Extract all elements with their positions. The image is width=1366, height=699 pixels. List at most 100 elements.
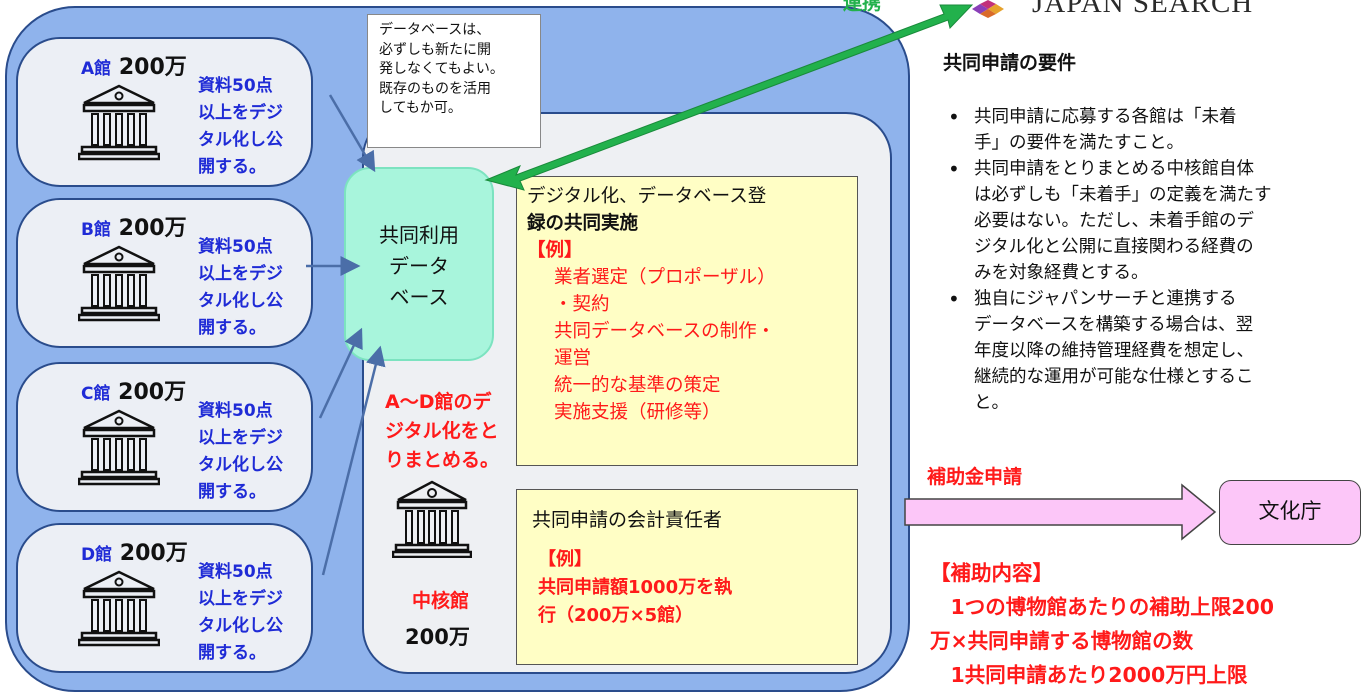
callout-line: 既存のものを活用 [379, 80, 491, 97]
joint-item: ・契約 [554, 294, 610, 315]
museum-icon [77, 569, 161, 651]
subsidy-title: 【補助内容】 [930, 561, 1053, 585]
requirements-list: 共同申請に応募する各館は「未着 手」の要件を満たすこと。 共同申請をとりまとめる… [938, 104, 1366, 416]
subsidy-block: 【補助内容】 1つの博物館あたりの補助上限200 万×共同申請する博物館の数 1… [930, 556, 1274, 692]
museum-desc-line: 開する。 [198, 318, 266, 338]
database-note-callout: データベースは、 必ずしも新たに開 発しなくてもよい。 既存のものを活用 しても… [367, 14, 541, 148]
joint-item: 運営 [554, 348, 592, 369]
museum-title: B館 200万 [81, 210, 187, 242]
museum-amount: 200万 [118, 380, 187, 405]
museum-box: C館 200万資料50点以上をデジタル化し公開する。 [16, 362, 313, 512]
requirement-line: データベースを構築する場合は、翌 [974, 315, 1254, 335]
museum-name: B館 [81, 220, 111, 240]
museum-desc-line: 開する。 [198, 643, 266, 663]
requirement-line: 必要はない。ただし、未着手館のデ [974, 211, 1254, 231]
grant-label: 補助金申請 [927, 466, 1023, 488]
callout-line: 必ずしも新たに開 [379, 41, 491, 58]
museum-desc-line: 資料50点 [198, 562, 273, 582]
museum-amount: 200万 [119, 541, 188, 566]
requirement-line: 年度以降の維持管理経費を想定し、 [974, 341, 1254, 361]
requirement-item: 共同申請に応募する各館は「未着 手」の要件を満たすこと。 [938, 104, 1366, 156]
subsidy-line: 1共同申請あたり2000万円上限 [930, 663, 1248, 687]
database-line: データ [389, 254, 449, 278]
museum-desc-line: 資料50点 [198, 76, 273, 96]
requirements-title: 共同申請の要件 [943, 52, 1077, 74]
museum-desc-line: 資料50点 [198, 401, 273, 421]
agency-box: 文化庁 [1219, 480, 1361, 545]
museum-desc-line: 開する。 [198, 157, 266, 177]
connector-d-to-database [321, 345, 386, 576]
core-museum-name: 中核館 [412, 590, 470, 612]
callout-line: してもか可。 [379, 100, 462, 116]
summary-line: りまとめる。 [385, 449, 500, 471]
accounting-line: 行（200万×5館） [538, 605, 694, 626]
core-summary-text: A～D館のデ ジタル化をと りまとめる。 [385, 388, 499, 475]
museum-title: C館 200万 [81, 374, 186, 406]
shared-database-box: 共同利用 データ ベース [344, 167, 494, 361]
callout-line: 発しなくてもよい。 [379, 61, 504, 77]
museum-description: 資料50点以上をデジタル化し公開する。 [198, 234, 283, 342]
requirement-line: は必ずしも「未着手」の定義を満たす [974, 185, 1272, 205]
museum-icon [77, 244, 161, 326]
grant-application-arrow [904, 483, 1217, 541]
requirement-line: と。 [974, 393, 1009, 413]
museum-desc-line: タル化し公 [198, 291, 283, 311]
museum-box: D館 200万資料50点以上をデジタル化し公開する。 [16, 523, 313, 673]
connect-label: 連携 [843, 0, 882, 14]
museum-desc-line: タル化し公 [198, 130, 283, 150]
subsidy-line: 1つの博物館あたりの補助上限200 [930, 595, 1275, 619]
museum-icon [77, 83, 161, 165]
core-museum-icon [392, 480, 472, 558]
museum-desc-line: 以上をデジ [198, 264, 283, 284]
joint-item: 統一的な基準の策定 [554, 375, 721, 396]
joint-title-line: デジタル化、データベース登 [527, 186, 767, 207]
museum-desc-line: 以上をデジ [198, 103, 283, 123]
museum-desc-line: 以上をデジ [198, 428, 283, 448]
subsidy-line: 万×共同申請する博物館の数 [930, 629, 1194, 653]
museum-title: A館 200万 [81, 49, 187, 81]
accounting-example-label: 【例】 [538, 549, 592, 570]
requirement-line: 共同申請に応募する各館は「未着 [974, 107, 1237, 127]
accounting-box: 共同申請の会計責任者 【例】 共同申請額1000万を執 行（200万×5館） [516, 489, 858, 665]
connector-c-to-database [318, 327, 363, 419]
museum-description: 資料50点以上をデジタル化し公開する。 [198, 398, 283, 506]
museum-name: A館 [81, 59, 112, 79]
connector-a-to-database [328, 94, 376, 173]
japan-search-logo-icon [972, 0, 1004, 18]
museum-desc-line: 以上をデジ [198, 589, 283, 609]
joint-item: 業者選定（プロポーザル） [554, 267, 776, 288]
joint-example-label: 【例】 [527, 240, 583, 261]
requirement-item: 共同申請をとりまとめる中核館自体 は必ずしも「未着手」の定義を満たす 必要はない… [938, 156, 1366, 286]
museum-amount: 200万 [118, 55, 187, 80]
requirement-line: 独自にジャパンサーチと連携する [974, 289, 1237, 309]
database-line: ベース [389, 285, 449, 309]
requirement-item: 独自にジャパンサーチと連携する データベースを構築する場合は、翌 年度以降の維持… [938, 286, 1366, 416]
accounting-lines: 共同申請額1000万を執 行（200万×5館） [532, 574, 857, 630]
museum-box: A館 200万資料50点以上をデジタル化し公開する。 [16, 37, 313, 187]
joint-item: 共同データベースの制作・ [554, 321, 776, 342]
requirement-line: みを対象経費とする。 [974, 263, 1149, 283]
summary-line: ジタル化をと [385, 420, 499, 442]
museum-amount: 200万 [118, 216, 187, 241]
callout-line: データベースは、 [379, 22, 491, 38]
accounting-title: 共同申請の会計責任者 [532, 509, 723, 531]
japan-search-link-arrow [484, 4, 974, 191]
museum-desc-line: 資料50点 [198, 237, 273, 257]
database-line: 共同利用 [379, 223, 459, 247]
requirement-line: 共同申請をとりまとめる中核館自体 [974, 159, 1254, 179]
core-museum-amount: 200万 [405, 625, 470, 649]
museum-name: C館 [81, 384, 111, 404]
summary-line: A～D館のデ [385, 391, 492, 413]
joint-title-line: 録の共同実施 [527, 213, 639, 234]
accounting-line: 共同申請額1000万を執 [538, 577, 733, 598]
joint-implementation-box: デジタル化、データベース登 録の共同実施 【例】 業者選定（プロポーザル） ・契… [516, 176, 858, 466]
museum-title: D館 200万 [81, 535, 188, 567]
requirement-line: 手」の要件を満たすこと。 [974, 133, 1184, 153]
joint-item: 実施支援（研修等） [554, 402, 721, 423]
japan-search-label: JAPAN SEARCH [1032, 0, 1254, 19]
museum-name: D館 [81, 545, 113, 565]
museum-description: 資料50点以上をデジタル化し公開する。 [198, 559, 283, 667]
joint-item-list: 業者選定（プロポーザル） ・契約 共同データベースの制作・ 運営 統一的な基準の… [527, 264, 857, 426]
museum-description: 資料50点以上をデジタル化し公開する。 [198, 73, 283, 181]
